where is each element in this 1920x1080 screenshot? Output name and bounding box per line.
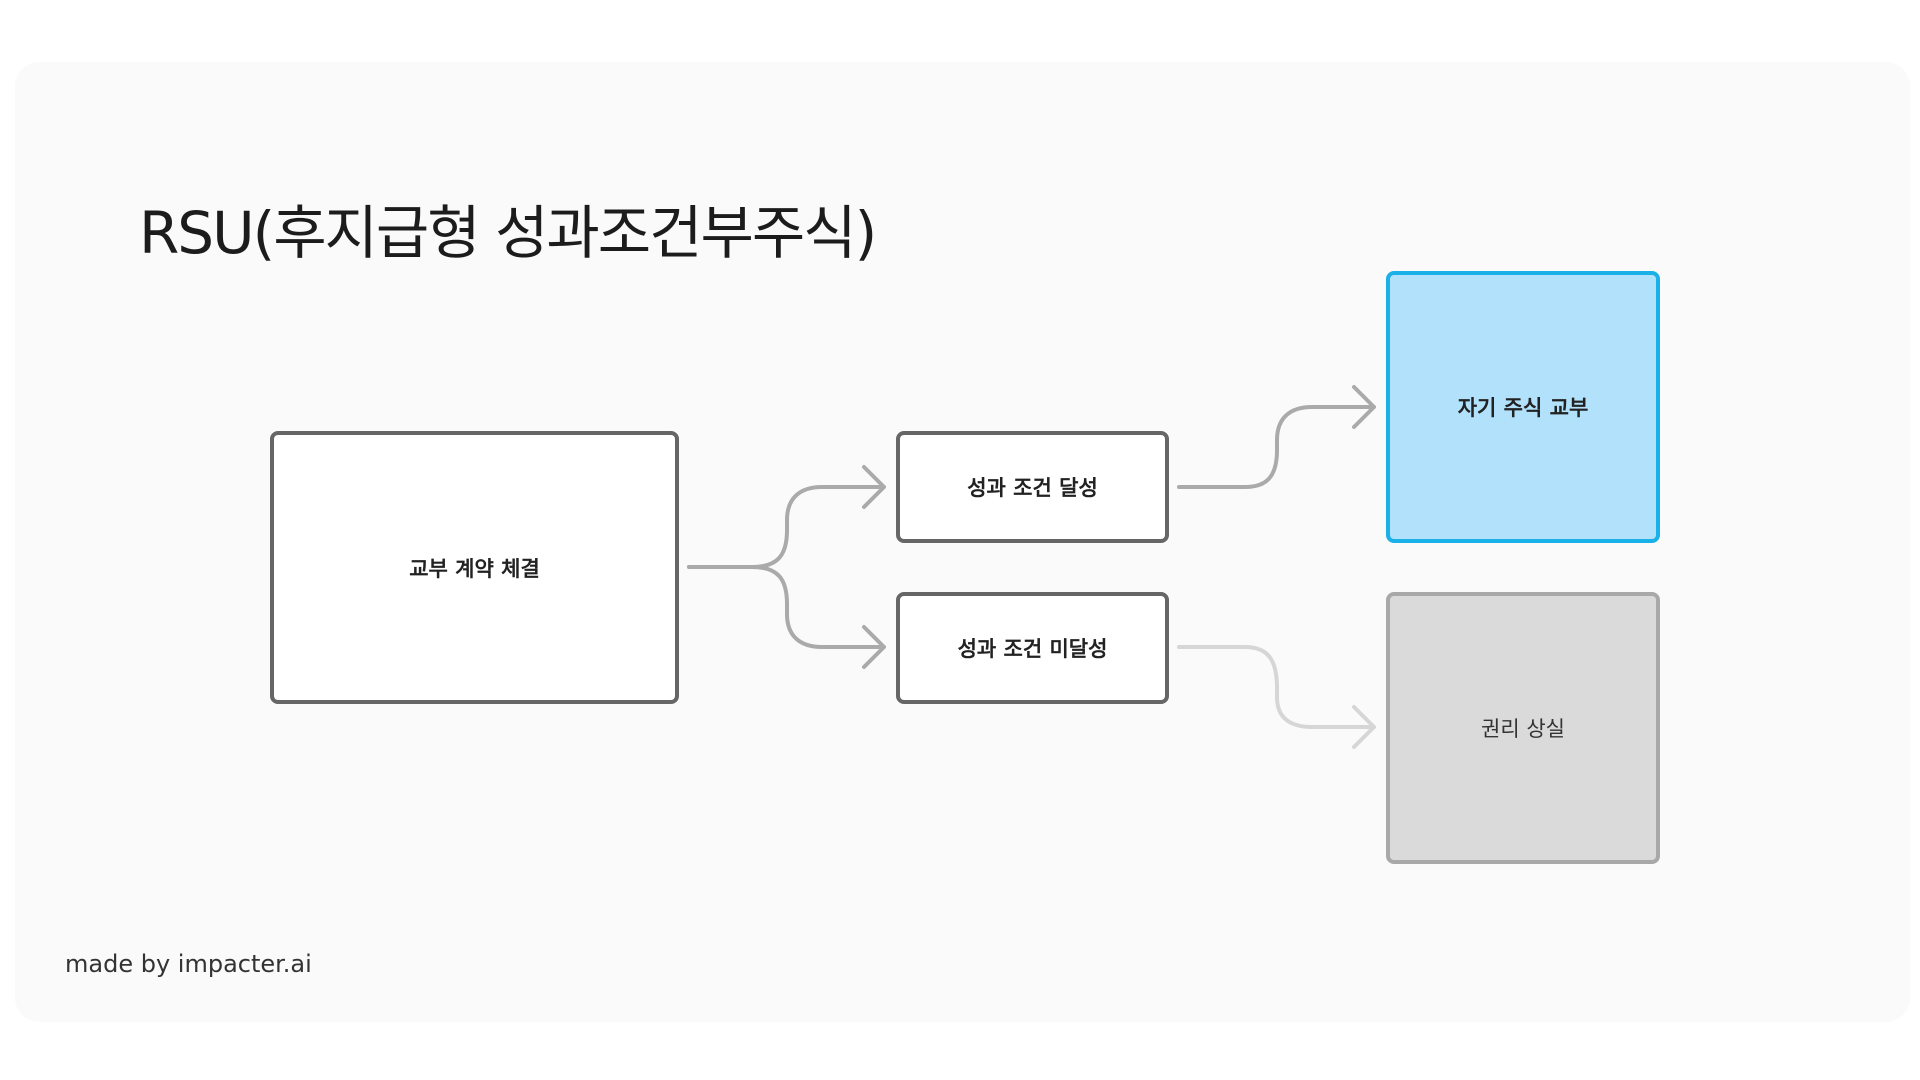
node-contract: 교부 계약 체결 xyxy=(270,431,679,704)
diagram-title: RSU(후지급형 성과조건부주식) xyxy=(139,199,877,267)
connector-contract-to-achieved xyxy=(687,465,886,569)
node-label: 권리 상실 xyxy=(1481,717,1565,741)
node-not-achieved: 성과 조건 미달성 xyxy=(896,592,1169,704)
node-grant-shares: 자기 주식 교부 xyxy=(1386,271,1660,543)
connector-achieved-to-grant xyxy=(1177,385,1376,489)
node-label: 교부 계약 체결 xyxy=(409,556,540,581)
node-forfeit: 권리 상실 xyxy=(1386,592,1660,864)
node-label: 자기 주식 교부 xyxy=(1457,396,1589,420)
connector-contract-to-not-achieved xyxy=(687,565,886,669)
node-label: 성과 조건 달성 xyxy=(967,476,1098,500)
node-achieved: 성과 조건 달성 xyxy=(896,431,1169,543)
footer-credit: made by impacter.ai xyxy=(65,950,312,978)
node-label: 성과 조건 미달성 xyxy=(957,637,1108,661)
connector-not-achieved-to-forfeit xyxy=(1177,645,1376,749)
